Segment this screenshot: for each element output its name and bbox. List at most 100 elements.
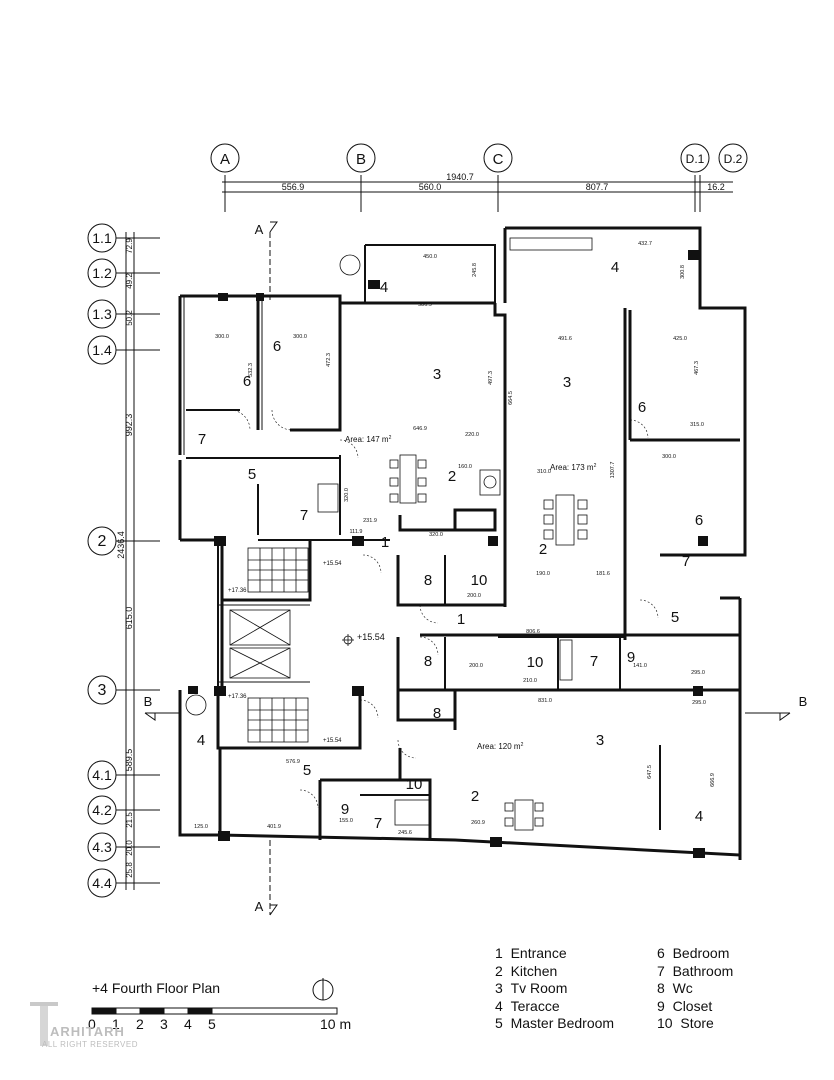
room-number: 9 (627, 649, 635, 666)
area-label-1: Area: 147 m2 (345, 435, 392, 444)
room-dim: 831.0 (538, 698, 552, 704)
room-number: 6 (243, 373, 251, 390)
room-dim: 295.0 (691, 670, 705, 676)
legend-item: 8 Wc (657, 980, 693, 997)
row-label-4-3: 4.3 (92, 839, 112, 855)
watermark-brand: ARHITARH (50, 1024, 125, 1039)
room-dim: 806.6 (526, 629, 540, 635)
room-number: 7 (590, 653, 598, 670)
stair-core (229, 547, 309, 743)
room-dim: 472.3 (326, 353, 332, 367)
room-number: 10 (471, 572, 488, 589)
room-number: 2 (448, 468, 456, 485)
room-dim: 576.9 (286, 759, 300, 765)
row-label-1-3: 1.3 (92, 306, 112, 322)
room-number: 6 (695, 512, 703, 529)
area-label-2: Area: 173 m2 (550, 463, 597, 472)
room-number: 5 (248, 466, 256, 483)
room-number: 8 (433, 705, 441, 722)
room-dim: 220.0 (465, 432, 479, 438)
structural-columns (188, 250, 708, 858)
room-number: 10 (406, 776, 423, 793)
room-dim: 315.0 (690, 422, 704, 428)
room-dim: 320.0 (344, 488, 350, 502)
section-label-b-right: B (799, 694, 808, 709)
legend-item: 9 Closet (657, 997, 713, 1014)
room-number: 3 (433, 366, 441, 383)
grid-label-C: C (493, 151, 504, 168)
room-dim: 300.0 (215, 334, 229, 340)
room-number: 10 (527, 654, 544, 671)
room-dim: 300.0 (293, 334, 307, 340)
room-number: 6 (273, 338, 281, 355)
room-number: 5 (671, 609, 679, 626)
room-dim: 160.0 (458, 464, 472, 470)
dim-top-3: 807.7 (586, 182, 609, 192)
room-number: 7 (198, 431, 206, 448)
row-label-4-2: 4.2 (92, 802, 112, 818)
dim-small-6: 25.8 (125, 862, 134, 878)
section-marks (144, 221, 791, 916)
room-dim: 497.3 (488, 371, 494, 385)
scale-end-label: 10 m (320, 1016, 352, 1032)
level-mark-3: +17.36 (228, 694, 247, 700)
room-number: 4 (197, 732, 205, 749)
room-dim: 666.9 (710, 773, 716, 787)
watermark: ARHITARH ALL RIGHT RESERVED (30, 1000, 180, 1055)
dim-left-1: 992.3 (124, 414, 134, 437)
room-dim: 532.3 (248, 363, 254, 377)
room-number: 8 (424, 572, 432, 589)
legend-item: 3 Tv Room (495, 980, 568, 997)
room-dim: 200.0 (467, 593, 481, 599)
walls (178, 226, 747, 860)
room-number: 9 (341, 801, 349, 818)
room-dim: 425.0 (673, 336, 687, 342)
room-dim: 1307.7 (610, 462, 616, 479)
legend-item: 10 Store (657, 1015, 714, 1032)
room-dim: 125.0 (194, 824, 208, 830)
room-dim: 181.6 (596, 571, 610, 577)
dim-small-4: 21.5 (125, 812, 134, 828)
dim-top-1: 556.9 (282, 182, 305, 192)
room-dim: 300.0 (662, 454, 676, 460)
scale-tick-label: 1 (112, 1016, 120, 1032)
room-dim: 432.7 (638, 241, 652, 247)
area-label-3: Area: 120 m2 (477, 742, 524, 751)
grid-label-D2: D.2 (724, 152, 743, 166)
grid-bubble-D2 (718, 143, 748, 173)
legend-item: 6 Bedroom (657, 945, 730, 961)
room-number: 8 (424, 653, 432, 670)
scale-tick-label: 4 (184, 1016, 192, 1032)
dim-total-left: 2436.4 (116, 531, 126, 559)
room-number: 3 (563, 374, 571, 391)
level-mark-4: +15.54 (323, 738, 342, 744)
scale-bar (91, 1007, 338, 1015)
dim-small-1: 72.9 (125, 238, 134, 254)
row-label-3: 3 (98, 682, 107, 699)
section-label-a-top: A (255, 222, 264, 237)
room-dim: 155.0 (339, 818, 353, 824)
grid-label-B: B (356, 151, 366, 168)
dim-left-2: 615.0 (124, 607, 134, 630)
room-number: 5 (303, 762, 311, 779)
furniture (185, 237, 593, 831)
dim-small-3: 50.2 (125, 310, 134, 326)
legend-item: 4 Teracce (495, 997, 560, 1014)
room-dim: 141.0 (633, 663, 647, 669)
room-number: 3 (596, 732, 604, 749)
level-mark-main: +15.54 (357, 632, 385, 642)
room-dim: 260.9 (471, 820, 485, 826)
room-dim: 467.3 (694, 361, 700, 375)
room-dim: 664.5 (508, 391, 514, 405)
level-mark-2: +17.36 (228, 588, 247, 594)
room-number: 2 (539, 541, 547, 558)
dim-left-3: 589.5 (124, 749, 134, 772)
room-dim: 300.8 (680, 265, 686, 279)
grid-bubble-D1 (680, 143, 710, 173)
dim-top-2: 560.0 (419, 182, 442, 192)
room-dim: 245.8 (472, 263, 478, 277)
room-dim: 310.0 (537, 469, 551, 475)
dim-small-2: 49.2 (125, 273, 134, 289)
grid-bubble-B (346, 143, 376, 173)
room-dim: 200.0 (469, 663, 483, 669)
